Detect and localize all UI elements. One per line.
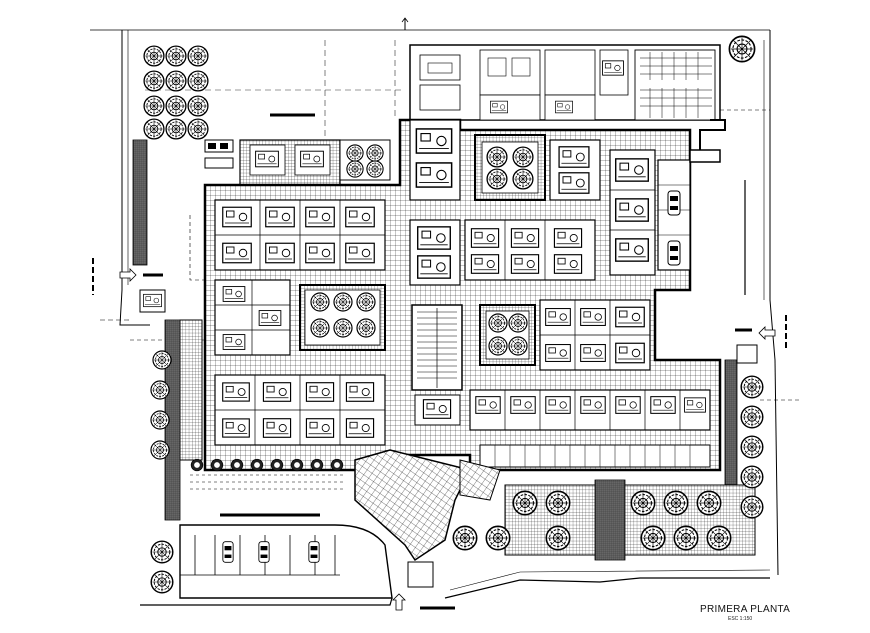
courtyard-north [474,134,546,201]
rooms-west-wing [214,199,386,446]
rooms-east-middle [414,299,711,431]
tree-grove-northwest [143,45,209,140]
courtyard-west [299,284,386,351]
property-lines [90,29,800,606]
courtyard-east [479,304,536,366]
drawing-title-block: PRIMERA PLANTA ESC 1:150 [700,604,790,622]
seating-strip [479,444,711,468]
rooms-north-center [409,119,596,286]
rooms-east-wing [549,139,656,276]
drawing-title: PRIMERA PLANTA [700,604,791,615]
stair-core [411,304,463,391]
drawing-scale: ESC 1:150 [728,616,753,622]
parking-south [179,474,393,599]
hedge-west [132,139,148,266]
service-block-north [409,44,726,161]
entrance-arrow-icon [119,268,776,611]
garden-southeast [452,479,756,561]
parking-east [657,149,721,271]
north-arrow-icon [401,17,409,30]
entrance-canopy [354,449,501,610]
